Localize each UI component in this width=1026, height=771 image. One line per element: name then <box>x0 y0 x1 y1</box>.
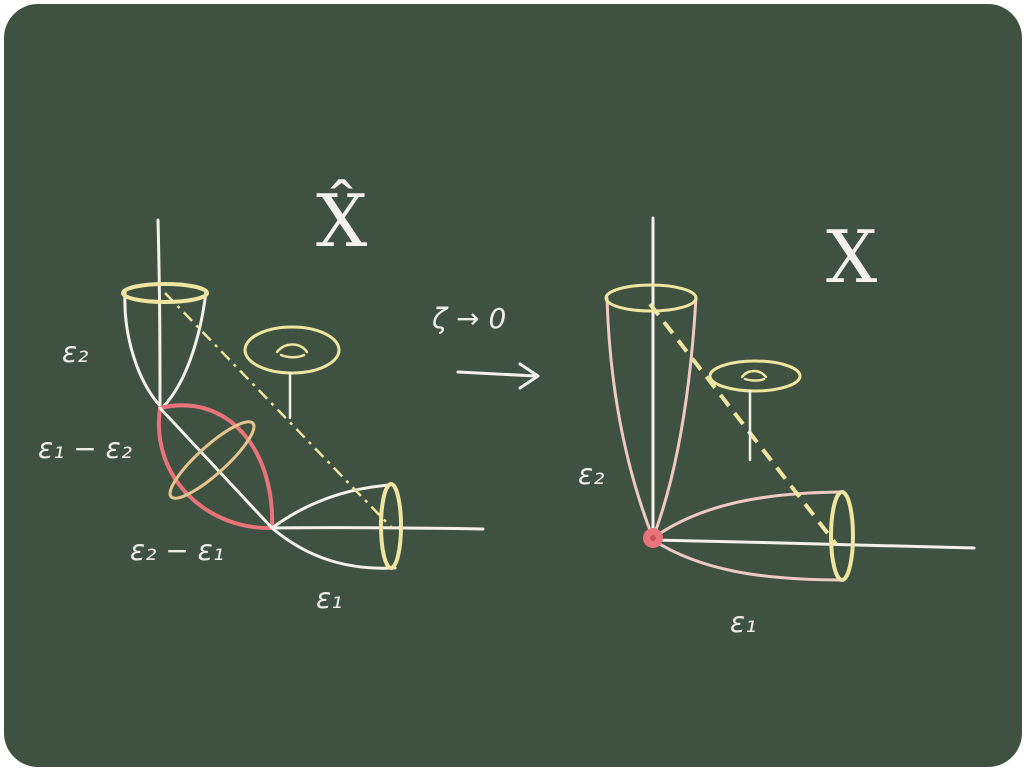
left-upper-cone <box>123 290 208 410</box>
left-space-label: X̂ <box>316 178 367 263</box>
left-label-e1: ε₁ <box>316 582 342 615</box>
right-horizontal-cone-rim <box>829 490 855 582</box>
left-label-e1-minus-e2: ε₁ − ε₂ <box>38 432 132 465</box>
transition: ζ → 0 <box>431 302 540 390</box>
left-lens-inner-ellipse <box>168 420 256 500</box>
left-upper-cone-rim <box>121 282 209 304</box>
chalkboard: X̂ ε₂ ε₁ − ε₂ ε₂ − ε₁ ε₁ ζ → 0 <box>4 4 1022 767</box>
right-label-e2: ε₂ <box>578 458 604 491</box>
left-diagram: X̂ ε₂ ε₁ − ε₂ ε₂ − ε₁ ε₁ <box>38 178 485 615</box>
left-horizontal-cone <box>270 483 397 570</box>
left-torus-inner <box>275 343 309 359</box>
right-vertical-cone-rim <box>604 283 698 313</box>
left-dashed-diagonal <box>164 292 393 529</box>
right-horizontal-axis <box>651 538 976 550</box>
right-label-e1: ε₁ <box>730 606 756 639</box>
left-horizontal-axis <box>270 526 485 531</box>
right-torus-outer <box>708 359 802 393</box>
right-torus-inner <box>740 369 768 382</box>
left-torus-outer <box>243 325 341 375</box>
transition-arrow <box>456 362 540 390</box>
diagram-canvas: X̂ ε₂ ε₁ − ε₂ ε₂ − ε₁ ε₁ ζ → 0 <box>38 178 976 639</box>
right-dashed-diagonal <box>648 302 838 546</box>
right-horizontal-cone <box>651 490 844 582</box>
limit-label: ζ → 0 <box>431 302 506 335</box>
right-singular-point-core <box>650 535 656 541</box>
left-vertical-axis <box>156 218 162 412</box>
right-space-label: X <box>826 215 877 299</box>
right-diagram: X ε₂ ε₁ <box>578 215 976 639</box>
left-lens-diagonal <box>158 406 274 530</box>
left-label-e2: ε₂ <box>62 336 88 369</box>
left-horizontal-cone-rim <box>379 482 403 570</box>
left-label-e2-minus-e1: ε₂ − ε₁ <box>130 534 224 567</box>
right-vertical-cone <box>605 296 698 540</box>
